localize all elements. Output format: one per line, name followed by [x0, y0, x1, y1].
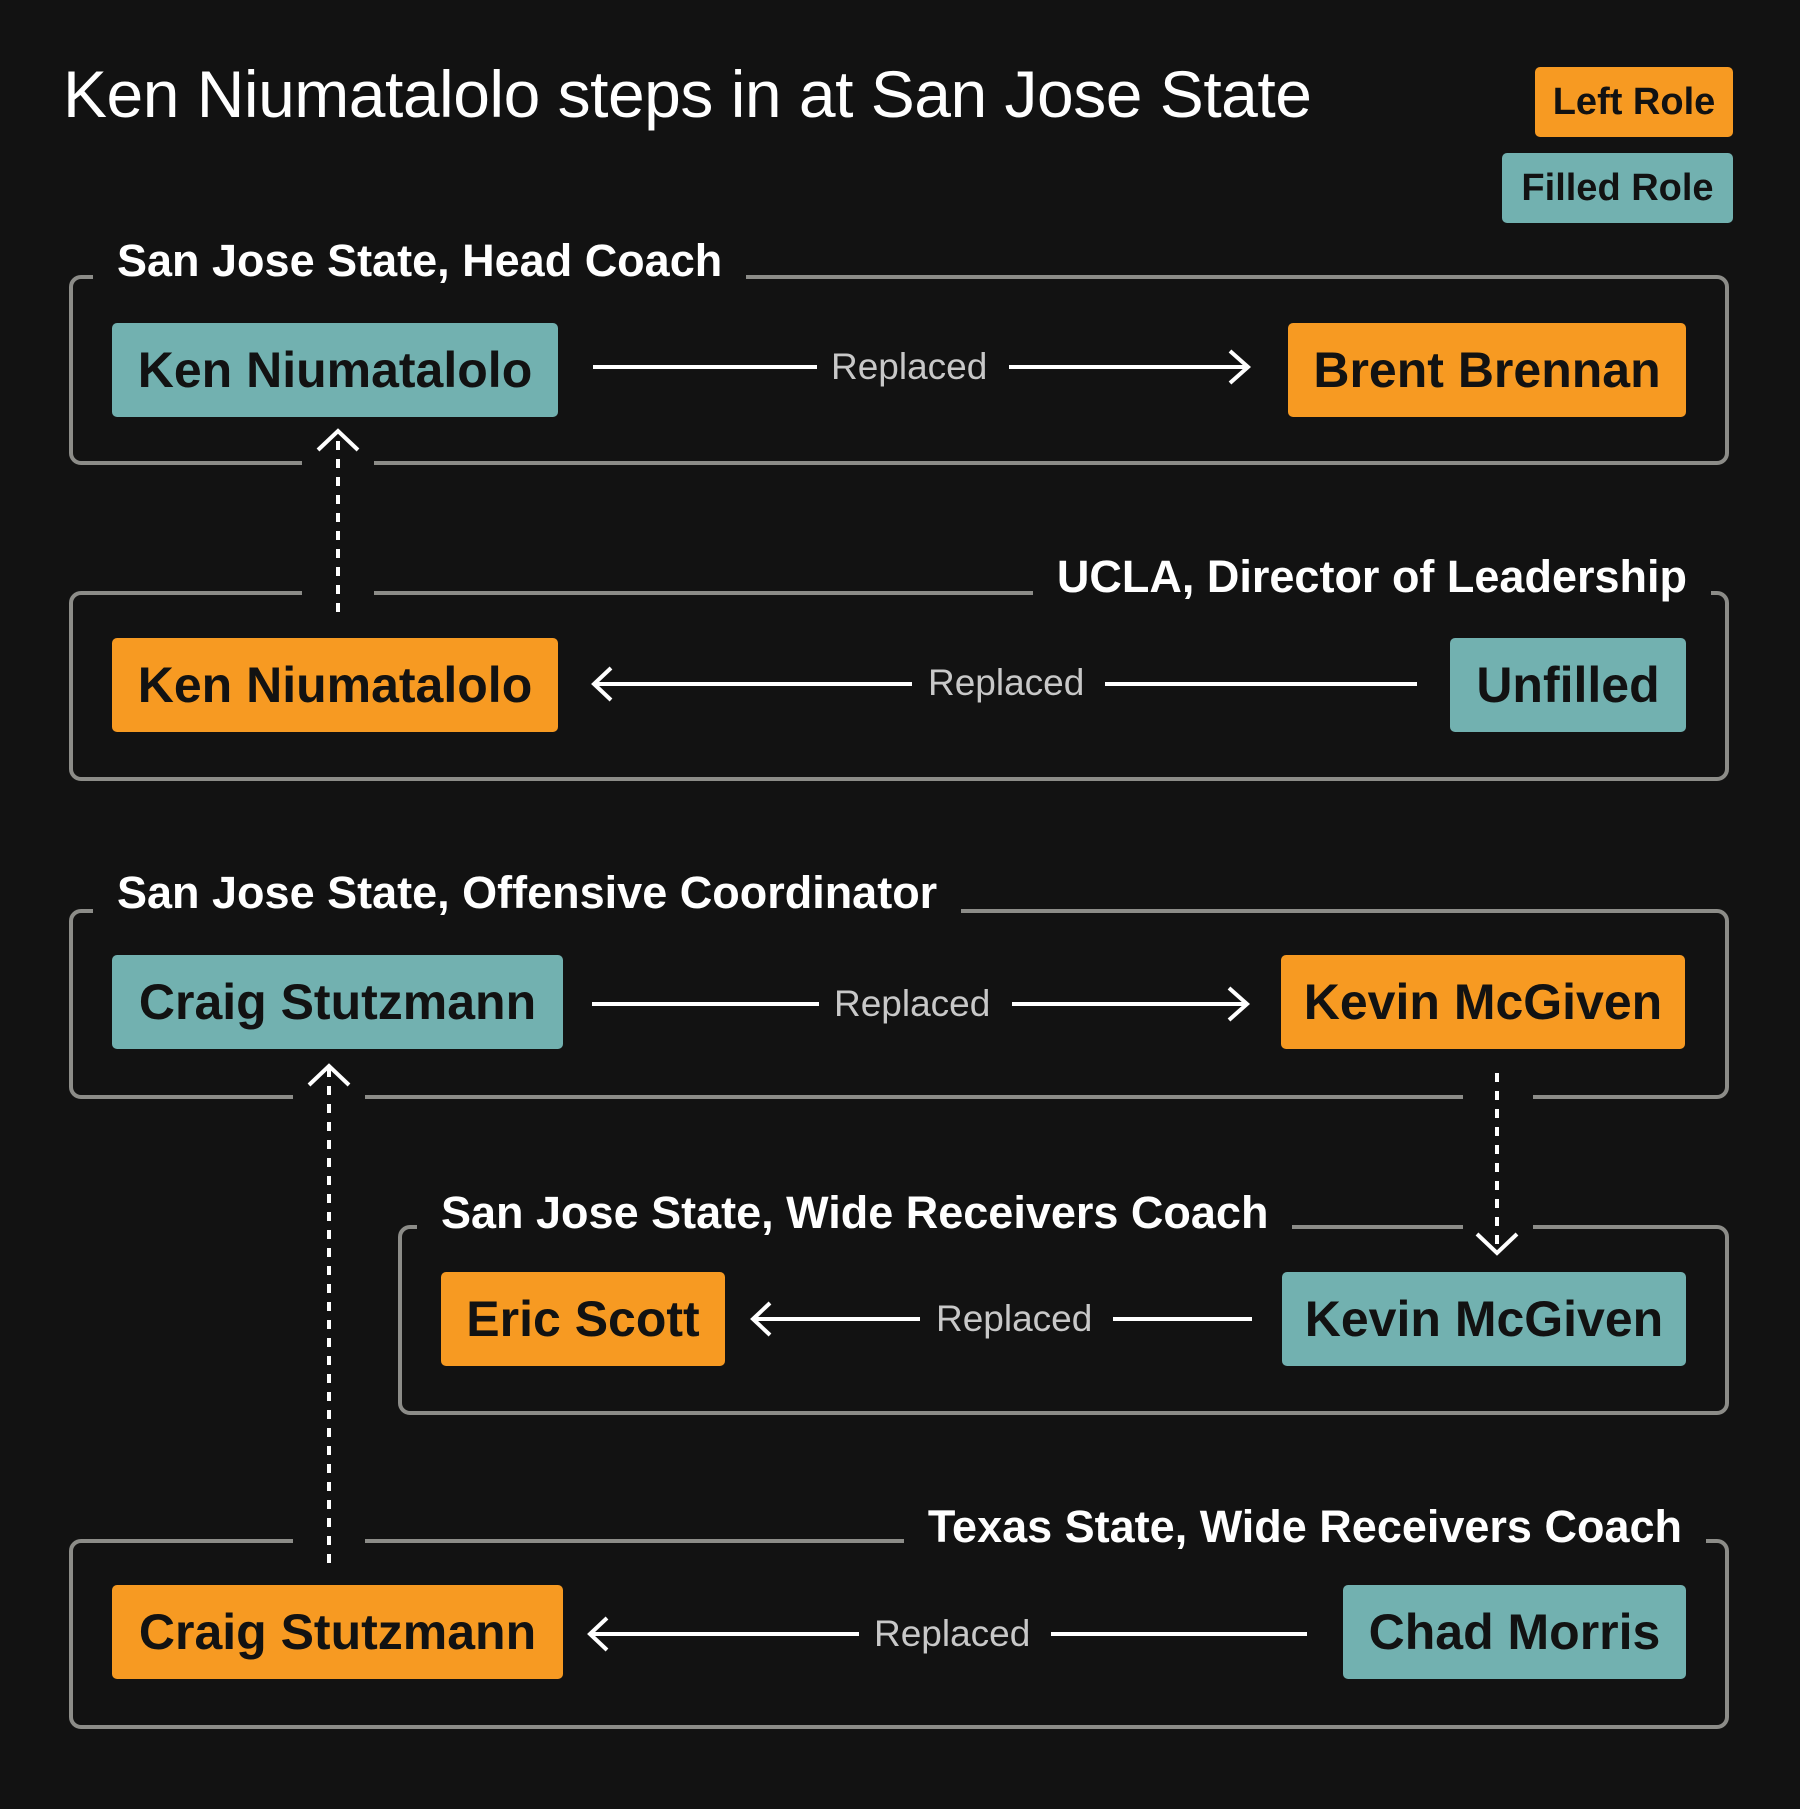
arrow-left-icon [750, 1301, 772, 1337]
filled-role-box: Unfilled [1450, 638, 1686, 732]
filled-role-box: Craig Stutzmann [112, 955, 563, 1049]
panel-label: Texas State, Wide Receivers Coach [903, 1499, 1706, 1555]
panel-ucla-director [69, 591, 1729, 781]
legend-left-role: Left Role [1535, 67, 1733, 137]
filled-role-box: Ken Niumatalolo [112, 323, 558, 417]
arrow-down-icon [1475, 1232, 1519, 1256]
arrow-up-icon [316, 428, 360, 452]
arrow-right-icon [1227, 986, 1251, 1022]
arrow-left-icon [587, 1616, 609, 1652]
panel-label: San Jose State, Wide Receivers Coach [417, 1185, 1293, 1241]
replaced-label: Replaced [936, 1298, 1093, 1339]
replaced-label: Replaced [831, 346, 988, 387]
border-gap [293, 1092, 365, 1102]
replaced-label: Replaced [874, 1613, 1031, 1654]
replaced-label: Replaced [834, 983, 991, 1024]
filled-role-box: Kevin McGiven [1282, 1272, 1686, 1366]
panel-label: San Jose State, Head Coach [93, 233, 747, 289]
left-role-box: Craig Stutzmann [112, 1585, 563, 1679]
filled-role-box: Chad Morris [1343, 1585, 1686, 1679]
arrow-right-icon [1228, 349, 1252, 385]
left-role-box: Brent Brennan [1288, 323, 1686, 417]
left-role-box: Kevin McGiven [1281, 955, 1685, 1049]
panel-label: UCLA, Director of Leadership [1032, 549, 1711, 605]
left-role-box: Eric Scott [441, 1272, 725, 1366]
panel-sjsu-head-coach [69, 275, 1729, 465]
arrow-left-icon [591, 666, 613, 702]
legend-filled-role: Filled Role [1502, 153, 1733, 223]
page-title: Ken Niumatalolo steps in at San Jose Sta… [63, 57, 1312, 131]
arrow-up-icon [307, 1063, 351, 1087]
panel-label: San Jose State, Offensive Coordinator [93, 865, 962, 921]
panel-txst-wr [69, 1539, 1729, 1729]
left-role-box: Ken Niumatalolo [112, 638, 558, 732]
replaced-label: Replaced [928, 662, 1085, 703]
